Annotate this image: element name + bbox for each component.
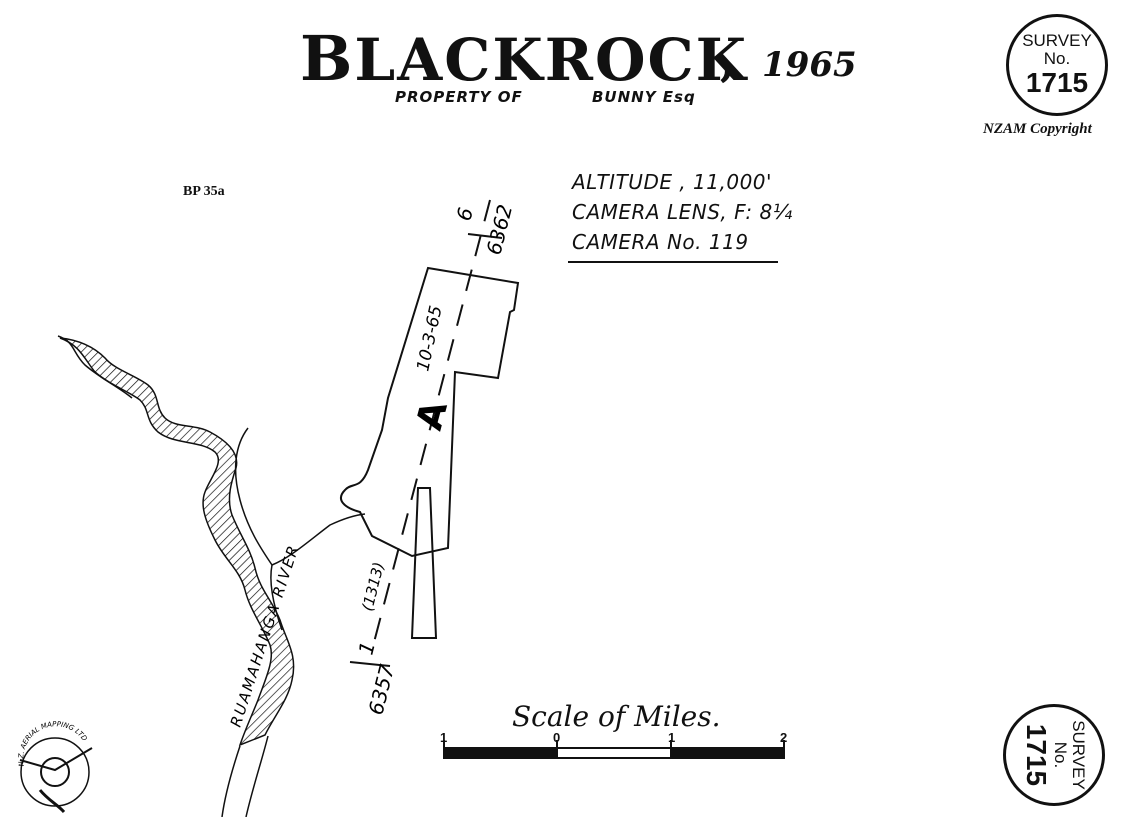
title-comma: , — [720, 36, 736, 87]
copyright-note: NZAM Copyright — [983, 121, 1092, 137]
top-run-number: 6 — [452, 205, 478, 223]
map-title: BLACKROCK — [300, 28, 748, 90]
owner-label: PROPERTY OF — [395, 88, 523, 106]
film-number: (1313) — [358, 560, 388, 613]
map-year: 1965 — [762, 45, 857, 85]
bottom-frame-divider — [349, 661, 391, 667]
top-frame-divider — [467, 233, 503, 239]
survey-seal-top: SURVEY No. 1715 — [1006, 14, 1108, 116]
seal-no-label: No. — [1043, 49, 1071, 68]
photo-strip-extension — [410, 487, 438, 639]
sheet-reference: BP 35a — [183, 184, 225, 199]
flight-line — [371, 199, 491, 651]
tributary-stream — [270, 564, 283, 631]
river-band — [59, 337, 295, 747]
tributary-stream — [234, 427, 366, 566]
camera-number-label: CAMERA No. 119 — [572, 230, 749, 254]
seal-survey-label: SURVEY — [1022, 31, 1092, 50]
scale-tick-label: 0 — [553, 730, 561, 745]
scale-bar-segment — [444, 748, 557, 758]
scale-bar-segment — [671, 748, 784, 758]
altitude-label: ALTITUDE , 11,000' — [572, 170, 773, 194]
river-bank-line — [245, 735, 269, 817]
camera-lens-label: CAMERA LENS, F: 8¼ — [572, 200, 793, 224]
aerial-mapping-logo: N.Z. AERIAL MAPPING LTD — [17, 720, 93, 814]
bottom-run-number: 1 — [354, 639, 380, 657]
scale-tick-label: 1 — [668, 730, 676, 745]
bottom-frame-number: 6357 — [364, 662, 400, 717]
river-bank-line — [221, 745, 241, 817]
svg-text:N.Z. AERIAL MAPPING LTD: N.Z. AERIAL MAPPING LTD — [17, 720, 89, 767]
run-date: 10-3-65 — [413, 304, 446, 373]
scale-title: Scale of Miles. — [512, 700, 721, 733]
run-letter: A — [409, 397, 456, 435]
scale-tick-label: 2 — [780, 730, 788, 745]
seal-number: 1715 — [1025, 67, 1089, 98]
owner-name: BUNNY Esq — [592, 88, 696, 106]
photo-coverage-outline — [340, 266, 520, 558]
logo-text: N.Z. AERIAL MAPPING LTD — [17, 720, 89, 767]
title-initial: B — [300, 22, 355, 95]
river-bank-line — [57, 335, 133, 399]
title-rest: LACKROCK — [354, 26, 749, 94]
scale-tick-label: 1 — [440, 730, 448, 745]
